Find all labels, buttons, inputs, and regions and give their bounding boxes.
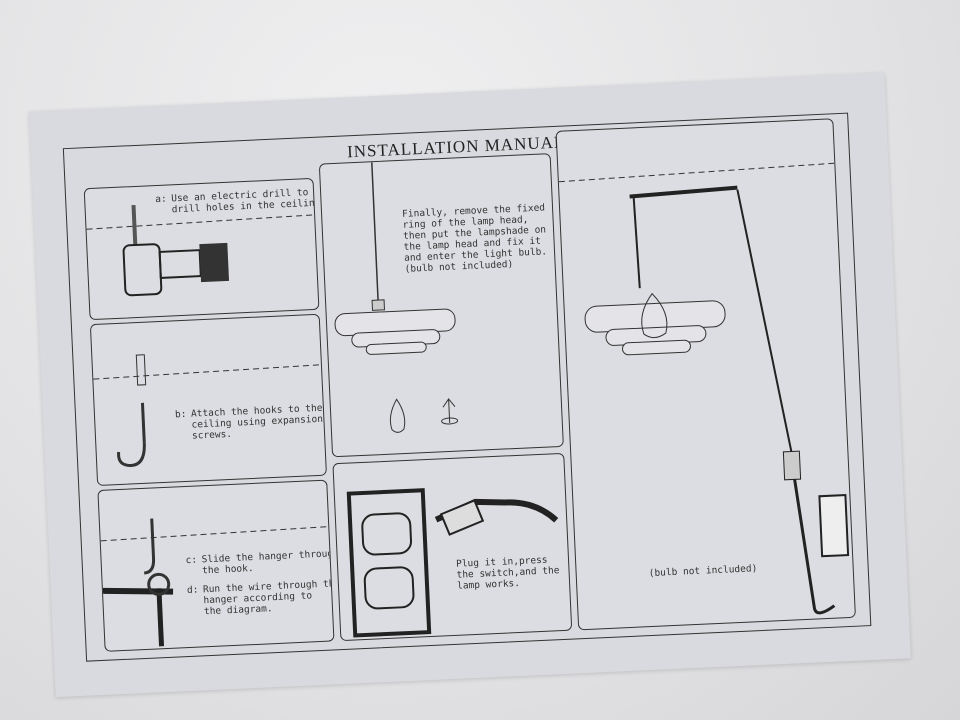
panel-step-c-d: c: Slide the hanger through the hook. d:… xyxy=(97,479,335,652)
hook-screw-illustration xyxy=(93,354,321,467)
manual-frame: INSTALLATION MANUAL a: Use an electric d… xyxy=(62,112,872,662)
step-d-label: d: xyxy=(186,584,199,597)
step-b-text: Attach the hooks to the ceiling using ex… xyxy=(190,402,324,442)
drill-illustration xyxy=(86,204,315,297)
finish-instruction-text: Finally, remove the fixed ring of the la… xyxy=(401,202,548,275)
panel-step-b: b: Attach the hooks to the ceiling using… xyxy=(89,313,327,487)
hanging-lamp-illustration xyxy=(558,162,850,615)
panel-step-a: a: Use an electric drill to drill holes … xyxy=(83,177,320,321)
lampshade-illustration xyxy=(334,162,459,433)
instruction-sheet: INSTALLATION MANUAL a: Use an electric d… xyxy=(29,72,911,698)
hanger-illustration xyxy=(100,518,329,647)
step-b-label: b: xyxy=(174,408,187,421)
step-a-label: a: xyxy=(155,193,167,206)
step-d-text: Run the wire through the hanger accordin… xyxy=(202,578,335,618)
plug-instruction-text: Plug it in,press the switch,and the lamp… xyxy=(455,554,560,592)
panel-plug-in: Plug it in,press the switch,and the lamp… xyxy=(332,452,573,642)
panel-final-assembly: (bulb not included) xyxy=(555,118,856,631)
step-c-label: c: xyxy=(185,554,198,567)
panel-lampshade: Finally, remove the fixed ring of the la… xyxy=(318,153,564,458)
outlet-plug-illustration xyxy=(346,488,559,638)
